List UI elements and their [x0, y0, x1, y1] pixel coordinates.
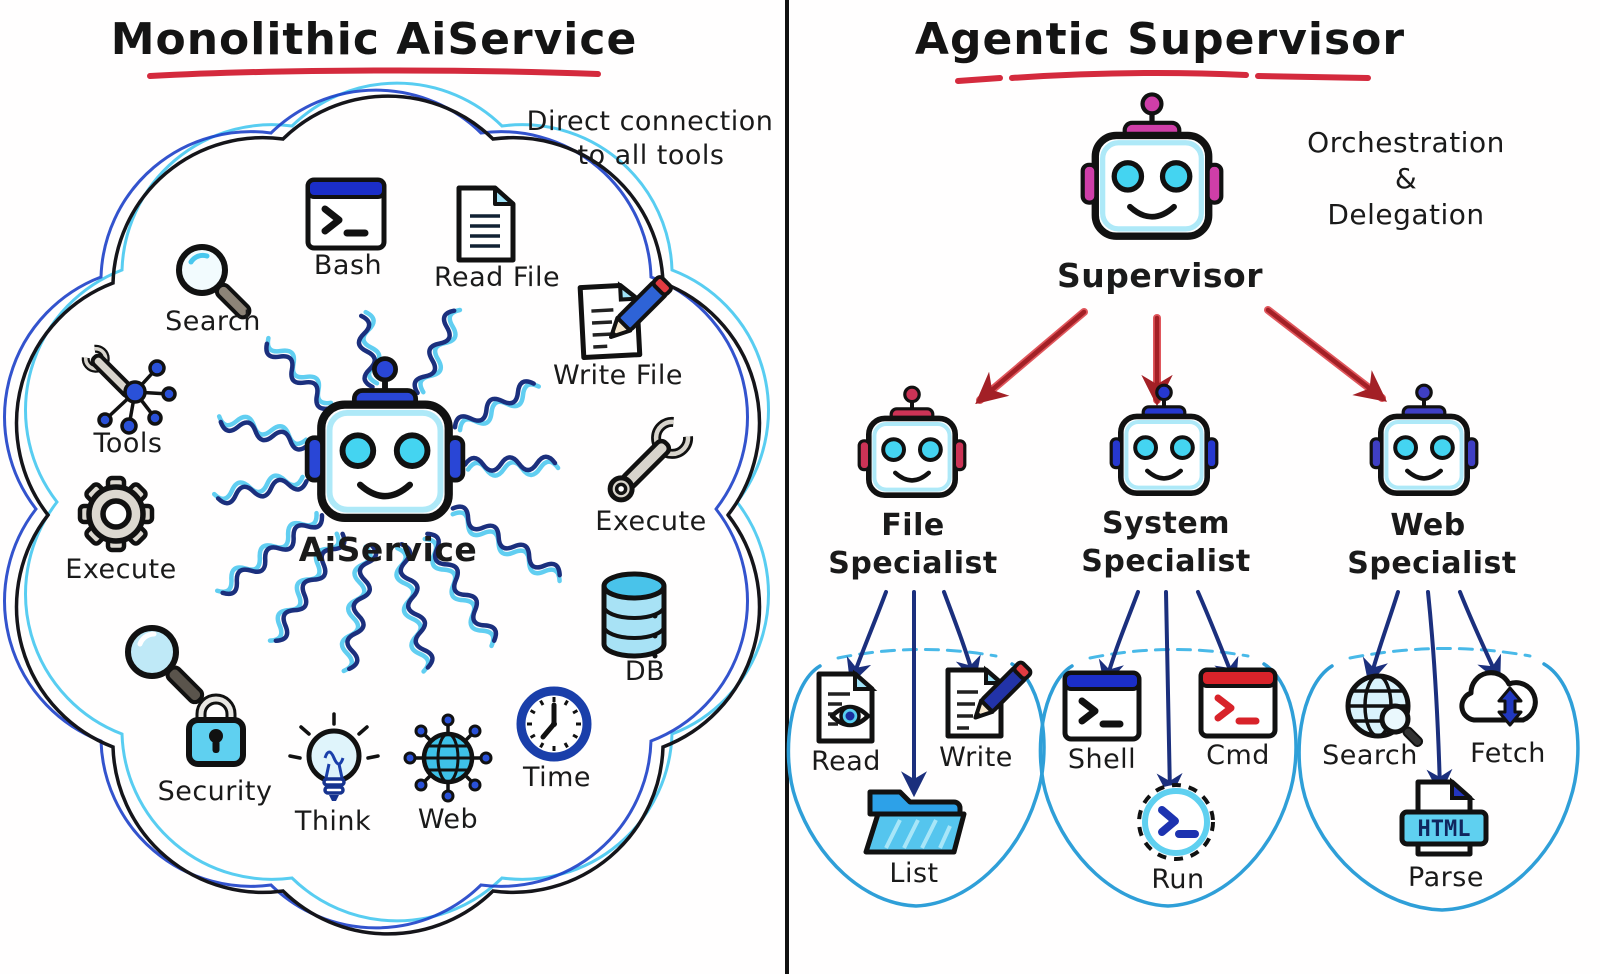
label-cmd: Cmd [1206, 740, 1270, 771]
right-note-line1: Orchestration [1307, 126, 1505, 159]
file-specialist-name-line1: File [881, 508, 945, 543]
magnifier-icon [125, 625, 205, 705]
label-parse: Parse [1408, 862, 1484, 893]
write-icon [945, 660, 1033, 739]
read-file-icon [456, 185, 516, 263]
label-think: Think [294, 806, 372, 837]
db-icon [601, 571, 667, 659]
aiservice-robot [307, 359, 463, 518]
tools-icon [81, 344, 177, 435]
read-icon [816, 669, 878, 744]
think-bulb-icon [288, 712, 380, 801]
label-read-file: Read File [433, 262, 561, 293]
web-specialist-name-line1: Web [1390, 508, 1466, 543]
title-underline-right [955, 70, 1371, 84]
label-search: Search [165, 306, 261, 337]
web-tool-arrows [1362, 590, 1501, 796]
system-specialist-name-line1: System [1102, 506, 1230, 541]
label-run: Run [1151, 864, 1205, 895]
label-web: Web [417, 804, 479, 835]
fetch-cloud-icon [1459, 670, 1538, 727]
file-specialist-robot [859, 387, 965, 495]
left-note-line1: Direct connection [526, 106, 774, 137]
execute-gear-icon [77, 475, 155, 553]
label-db: DB [624, 656, 666, 687]
label-execute-gear: Execute [65, 554, 177, 585]
list-folder-icon [863, 789, 967, 855]
aiservice-label: AiService [298, 530, 478, 569]
file-tools-bubble [786, 647, 1046, 908]
run-icon [1137, 783, 1215, 861]
write-file-icon [577, 275, 673, 361]
label-write: Write [939, 742, 1013, 773]
execute-wrench-icon [607, 416, 694, 503]
web-globe-icon [403, 713, 493, 803]
cloud-outline [3, 81, 770, 936]
security-lock-icon [186, 693, 246, 767]
label-fetch: Fetch [1470, 738, 1546, 769]
label-tools: Tools [93, 428, 163, 459]
search-icon [176, 244, 252, 320]
time-clock-icon [516, 686, 592, 762]
delegation-arrows [975, 306, 1387, 407]
file-specialist-name-line2: Specialist [828, 546, 998, 581]
left-title: Monolithic AiService [110, 14, 638, 65]
label-list: List [889, 858, 939, 889]
label-time: Time [522, 762, 592, 793]
right-title: Agentic Supervisor [914, 14, 1406, 65]
left-note-line2: to all tools [577, 140, 725, 171]
web-specialist-robot [1371, 385, 1477, 493]
label-execute-wrench: Execute [595, 506, 707, 537]
bash-terminal-icon [305, 177, 387, 251]
html-badge-text: HTML [1418, 817, 1471, 842]
right-note-line3: Delegation [1327, 198, 1485, 231]
supervisor-label: Supervisor [1057, 256, 1263, 295]
web-tools-bubble [1297, 647, 1580, 912]
shell-icon [1062, 670, 1142, 742]
parse-html-icon: HTML [1399, 777, 1489, 857]
label-shell: Shell [1067, 744, 1137, 775]
pencil-icon [609, 275, 673, 339]
supervisor-robot [1083, 94, 1222, 236]
label-web-search: Search [1322, 740, 1418, 771]
right-note-line2: & [1394, 162, 1418, 195]
web-specialist-name-line2: Specialist [1347, 546, 1517, 581]
web-search-icon [1345, 673, 1424, 748]
system-specialist-robot [1111, 385, 1217, 493]
cmd-icon [1198, 667, 1278, 739]
label-read: Read [811, 746, 881, 777]
label-write-file: Write File [552, 360, 684, 391]
label-security: Security [157, 776, 273, 807]
label-bash: Bash [313, 250, 383, 281]
system-specialist-name-line2: Specialist [1081, 544, 1251, 579]
title-underline-left [147, 67, 601, 79]
